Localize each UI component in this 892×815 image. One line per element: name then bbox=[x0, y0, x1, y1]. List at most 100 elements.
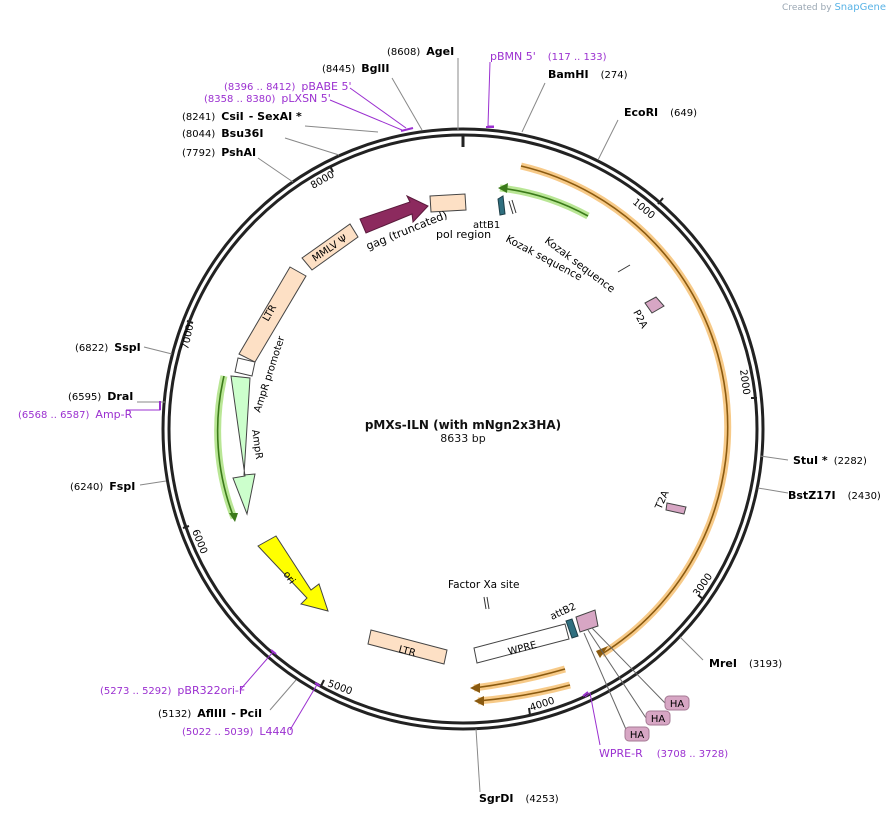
label-attb2[interactable]: attB2 bbox=[549, 601, 578, 622]
enzyme-afliii[interactable]: (5132)AflIII- PciI bbox=[158, 707, 262, 720]
enzyme-ecori-name: EcoRI bbox=[624, 106, 658, 119]
primer-plxsn-name: pLXSN 5' bbox=[281, 92, 330, 105]
primer-pbmn-name: pBMN 5' bbox=[490, 50, 536, 63]
enzyme-bsu36i-name: Bsu36I bbox=[221, 127, 263, 140]
enzyme-csii-pos: (8241) bbox=[182, 112, 215, 123]
primer-pbabe[interactable]: (8396 .. 8412)pBABE 5' bbox=[224, 80, 352, 93]
orf-arrowhead-bottom-1 bbox=[470, 683, 480, 693]
enzyme-ecori-pos: (649) bbox=[670, 108, 697, 119]
primer-leaders bbox=[126, 61, 601, 746]
enzyme-bstz17i[interactable]: BstZ17I (2430) bbox=[788, 489, 881, 502]
ha-leaders bbox=[583, 627, 666, 735]
branding-name: SnapGene bbox=[834, 2, 886, 13]
enzyme-sgrdi-name: SgrDI bbox=[479, 792, 513, 805]
label-ltr-bottom[interactable]: LTR bbox=[397, 644, 417, 659]
enzyme-ecori[interactable]: EcoRI (649) bbox=[624, 106, 697, 119]
enzyme-labels: (8608) AgeI (8445)BglII (8241) CsiI - SexAI… bbox=[68, 45, 881, 805]
enzyme-mrei[interactable]: MreI (3193) bbox=[709, 657, 782, 670]
feature-pol-block bbox=[429, 193, 467, 213]
enzyme-fspi-name: FspI bbox=[109, 480, 135, 493]
feature-wpre-block bbox=[473, 623, 570, 664]
primer-ampr[interactable]: (6568 .. 6587)Amp-R bbox=[18, 408, 133, 421]
feature-ori-arrow bbox=[257, 535, 329, 612]
snapgene-branding: Created by SnapGene bbox=[782, 2, 886, 13]
enzyme-drai[interactable]: (6595)DraI bbox=[68, 390, 133, 403]
tick-label-7000: 7000 bbox=[180, 323, 196, 350]
feature-t2a-block bbox=[665, 502, 687, 515]
label-attb1[interactable]: attB1 bbox=[473, 220, 500, 231]
tick-marks bbox=[182, 165, 757, 716]
primer-plxsn-range: (8358 .. 8380) bbox=[204, 94, 276, 105]
orf-arc-large bbox=[520, 165, 729, 655]
primer-pbr322-name: pBR322ori-F bbox=[177, 684, 245, 697]
enzyme-mrei-name: MreI bbox=[709, 657, 737, 670]
ha-box-2[interactable] bbox=[645, 710, 671, 726]
enzyme-csii-extra: - SexAI * bbox=[249, 110, 302, 123]
orf-arc-bottom-1 bbox=[473, 668, 566, 689]
enzyme-agei-pos: (8608) bbox=[387, 47, 420, 58]
primer-pbmn-range: (117 .. 133) bbox=[548, 52, 607, 63]
enzyme-agei[interactable]: (8608) AgeI bbox=[387, 45, 454, 58]
enzyme-fspi-pos: (6240) bbox=[70, 482, 103, 493]
feature-attb2-block bbox=[565, 618, 579, 639]
enzyme-bamhi-name: BamHI bbox=[548, 68, 589, 81]
primer-pbr322-range: (5273 .. 5292) bbox=[100, 686, 172, 697]
enzyme-stui[interactable]: StuI *(2282) bbox=[793, 454, 867, 467]
enzyme-sgrdi[interactable]: SgrDI(4253) bbox=[479, 792, 559, 805]
enzyme-stui-name: StuI * bbox=[793, 454, 828, 467]
primer-wpre-r-name: WPRE-R bbox=[599, 747, 643, 760]
enzyme-csii-name: CsiI bbox=[221, 110, 243, 123]
enzyme-sspi[interactable]: (6822)SspI bbox=[75, 341, 141, 354]
primer-pbr322[interactable]: (5273 .. 5292) pBR322ori-F bbox=[100, 684, 245, 697]
primer-pbabe-range: (8396 .. 8412) bbox=[224, 82, 296, 93]
feature-mmlv-block bbox=[301, 223, 359, 271]
enzyme-agei-name: AgeI bbox=[426, 45, 454, 58]
label-factor-xa[interactable]: Factor Xa site bbox=[448, 579, 519, 591]
feature-kozak-mark-3 bbox=[617, 264, 631, 273]
tick-label-2000: 2000 bbox=[737, 369, 751, 396]
backbone-outer bbox=[161, 127, 765, 731]
primer-ampr-range: (6568 .. 6587) bbox=[18, 410, 90, 421]
primer-l4440[interactable]: (5022 .. 5039)L4440 bbox=[182, 725, 294, 738]
ha-box-1[interactable] bbox=[664, 695, 690, 711]
enzyme-mrei-pos: (3193) bbox=[749, 659, 782, 670]
enzyme-pshai[interactable]: (7792)PshAI bbox=[182, 146, 256, 159]
enzyme-bamhi[interactable]: BamHI(274) bbox=[548, 68, 628, 81]
feature-gag-arrow bbox=[359, 194, 429, 234]
primer-wpre-r[interactable]: WPRE-R (3708 .. 3728) bbox=[599, 747, 728, 760]
enzyme-fspi[interactable]: (6240) FspI bbox=[70, 480, 135, 493]
primer-pbmn[interactable]: pBMN 5' (117 .. 133) bbox=[490, 50, 607, 63]
feature-kozak-mark-1 bbox=[508, 200, 514, 215]
enzyme-bstz17i-name: BstZ17I bbox=[788, 489, 836, 502]
enzyme-bstz17i-pos: (2430) bbox=[848, 491, 881, 502]
enzyme-bsu36i-pos: (8044) bbox=[182, 129, 215, 140]
backbone-inner bbox=[167, 133, 759, 725]
label-pol[interactable]: pol region bbox=[436, 228, 491, 241]
feature-ha-blocks bbox=[575, 609, 599, 633]
leader-lines bbox=[137, 58, 789, 793]
enzyme-csii[interactable]: (8241) CsiI - SexAI * bbox=[182, 110, 302, 123]
feature-ltr-top-block bbox=[238, 266, 307, 363]
label-ampr[interactable]: AmpR bbox=[249, 429, 264, 460]
orf-arrowhead-green bbox=[498, 183, 508, 193]
orf-halo-green bbox=[499, 184, 590, 220]
orf-arc-ampr bbox=[216, 375, 235, 519]
primer-plxsn[interactable]: (8358 .. 8380) pLXSN 5' bbox=[204, 92, 331, 105]
plasmid-length: 8633 bp bbox=[440, 432, 485, 445]
primer-wpre-r-range: (3708 .. 3728) bbox=[657, 749, 729, 760]
ha-label-2: HA bbox=[651, 714, 666, 725]
enzyme-sspi-pos: (6822) bbox=[75, 343, 108, 354]
enzyme-afliii-pos: (5132) bbox=[158, 709, 191, 720]
feature-ltr-bottom-block bbox=[367, 629, 448, 665]
ha-label-1: HA bbox=[670, 699, 685, 710]
feature-attb1-block bbox=[497, 195, 506, 216]
feature-kozak-mark-2 bbox=[511, 199, 517, 214]
enzyme-bsu36i[interactable]: (8044) Bsu36I bbox=[182, 127, 263, 140]
label-p2a[interactable]: P2A bbox=[630, 308, 649, 330]
ha-box-3[interactable] bbox=[624, 726, 650, 742]
enzyme-bglii[interactable]: (8445)BglII bbox=[322, 62, 389, 75]
enzyme-drai-name: DraI bbox=[107, 390, 133, 403]
orf-arrowhead-bottom-2 bbox=[474, 696, 484, 706]
feature-ampr-arrow bbox=[230, 375, 256, 516]
